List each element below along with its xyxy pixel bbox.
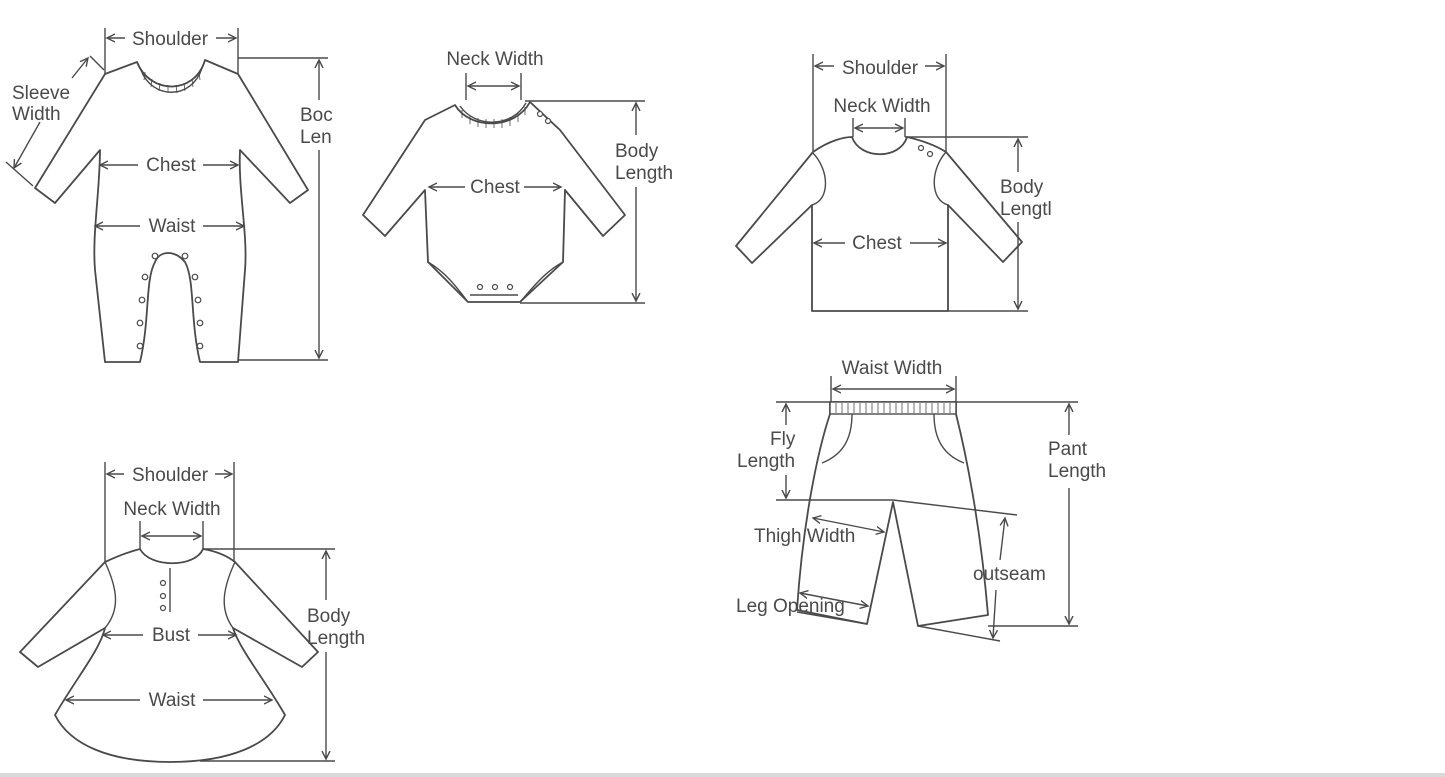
pants-waistband-ribbing — [835, 403, 951, 413]
bodysuit-neck-width-label: Neck Width — [446, 49, 543, 70]
dress-bust-label: Bust — [152, 625, 191, 646]
shirt-shoulder-label: Shoulder — [842, 58, 919, 79]
romper-sleeve-width-label-1: Sleeve — [12, 83, 70, 104]
dress-shoulder-label: Shoulder — [132, 465, 209, 486]
pants-leg-opening-label: Leg Opening — [736, 596, 845, 617]
pants-fly-length-label-2: Length — [737, 451, 795, 472]
shirt-body-length-label-1: Body — [1000, 177, 1044, 198]
shirt-body-length-label-2: Lengtl — [1000, 199, 1052, 220]
pants-waist-width-label: Waist Width — [842, 358, 943, 379]
romper-sleeve-width-label-2: Width — [12, 104, 61, 125]
bodysuit-collar-ribbing — [461, 107, 526, 128]
pants-pant-length-label-1: Pant — [1048, 439, 1088, 460]
bottom-border — [0, 773, 1445, 777]
bodysuit-body-length-label-1: Body — [615, 141, 659, 162]
romper-body-length-label-1: Boc — [300, 105, 333, 126]
pants-pant-length-label-2: Length — [1048, 461, 1106, 482]
dress-outline — [19, 548, 319, 763]
romper-body-length-label-2: Len — [300, 127, 332, 148]
pants-illustration: Waist Width Fly Length Pant Length Thigh… — [736, 358, 1106, 642]
romper-waist-label: Waist — [149, 216, 197, 237]
pants-outseam-label: outseam — [973, 564, 1046, 585]
shirt-outline — [735, 136, 1023, 312]
dress-waist-label: Waist — [149, 690, 197, 711]
romper-shoulder-label: Shoulder — [132, 29, 209, 50]
pants-thigh-width-label: Thigh Width — [754, 526, 855, 547]
bodysuit-outline — [362, 101, 626, 303]
bodysuit-body-length-label-2: Length — [615, 163, 673, 184]
shirt-neck-width-label: Neck Width — [833, 96, 930, 117]
pants-fly-length-label-1: Fly — [770, 429, 796, 450]
shirt-chest-label: Chest — [852, 233, 902, 254]
romper-chest-label: Chest — [146, 155, 196, 176]
romper-collar-ribbing — [143, 71, 201, 94]
dress-neck-width-label: Neck Width — [123, 499, 220, 520]
dress-body-length-label-1: Body — [307, 606, 351, 627]
bodysuit-illustration: Neck Width Chest Body Length — [362, 49, 673, 304]
bodysuit-chest-label: Chest — [470, 177, 520, 198]
romper-snap-buttons — [136, 252, 204, 350]
pants-outline — [796, 401, 989, 627]
romper-outline — [34, 59, 309, 363]
shirt-illustration: Shoulder Neck Width Chest Body Lengtl — [735, 54, 1052, 312]
dress-body-length-label-2: Length — [307, 628, 365, 649]
dress-illustration: Shoulder Neck Width Bust Waist Body Leng… — [19, 462, 365, 763]
romper-illustration: Shoulder Sleeve Width Chest Waist Boc Le… — [5, 28, 333, 363]
